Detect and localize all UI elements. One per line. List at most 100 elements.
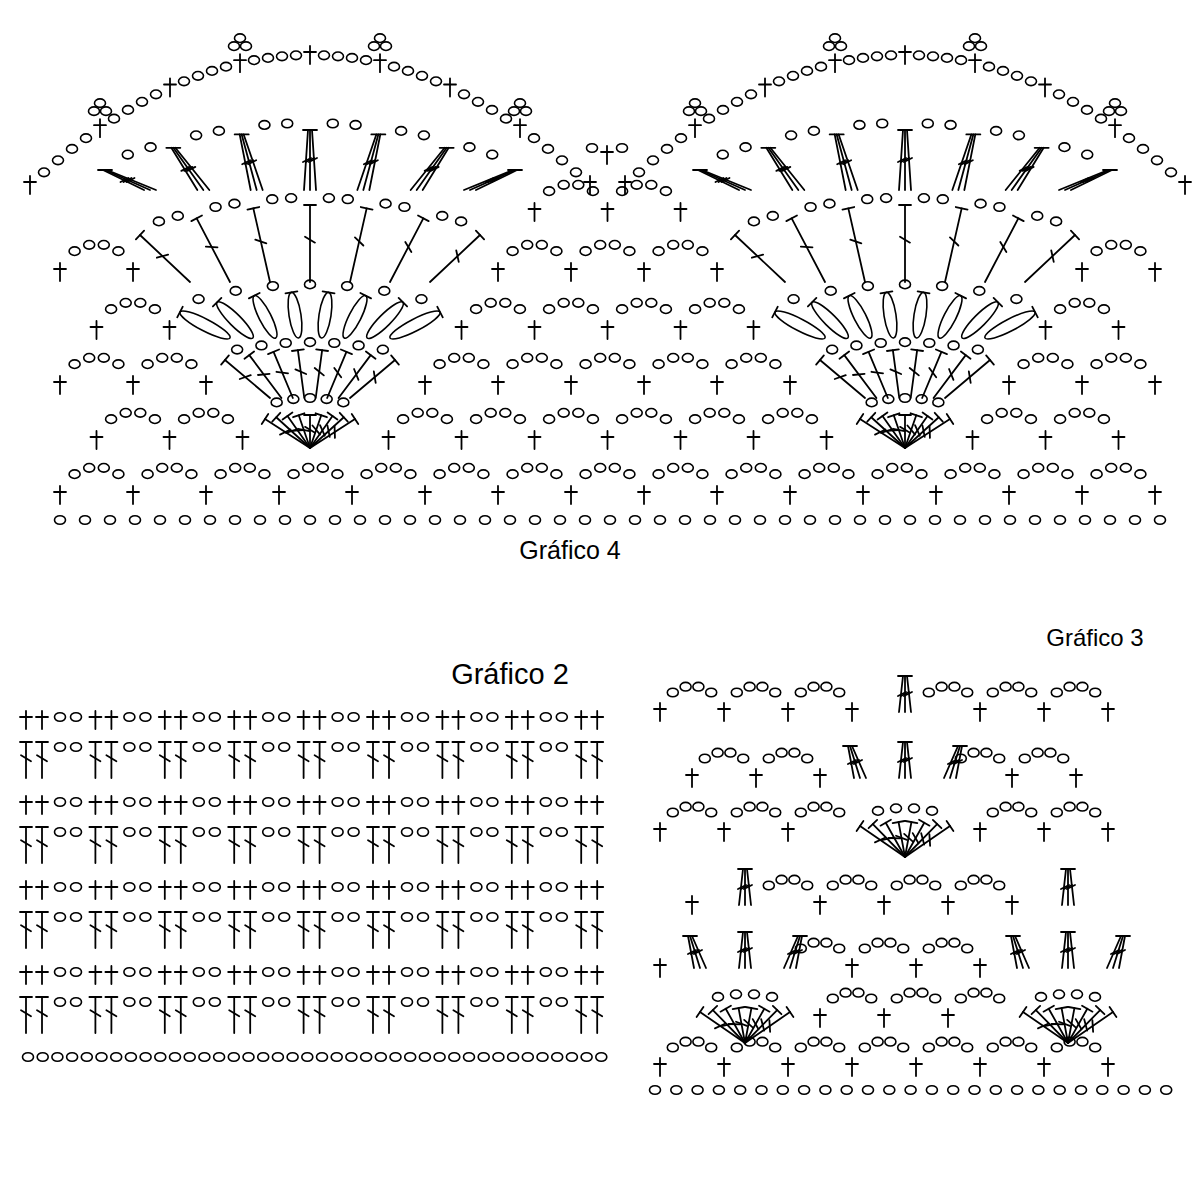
chain-stitch — [71, 968, 82, 977]
chain-stitch — [209, 828, 220, 837]
puff-stitch — [881, 291, 900, 338]
chain-stitch — [303, 464, 314, 473]
chain-stitch — [1036, 993, 1047, 1002]
double-crochet — [575, 996, 587, 998]
chain-stitch — [332, 998, 343, 1007]
single-crochet — [972, 431, 974, 449]
single-crochet — [1107, 703, 1109, 721]
double-crochet — [950, 237, 958, 245]
single-crochet — [492, 491, 504, 493]
chain-stitch — [263, 883, 274, 892]
chain-stitch — [580, 516, 591, 525]
chain-stitch — [193, 913, 204, 922]
chain-stitch — [682, 464, 693, 473]
chain-stitch — [808, 938, 819, 947]
chain-stitch — [676, 134, 687, 143]
single-crochet — [596, 796, 598, 814]
chain-stitch — [1124, 134, 1135, 143]
chain-stitch — [805, 203, 816, 212]
chain-stitch — [186, 360, 197, 369]
single-crochet — [457, 881, 459, 899]
chain-stitch — [863, 1086, 874, 1095]
chain-stitch — [1116, 107, 1127, 116]
chain-stitch — [1120, 241, 1131, 250]
single-crochet — [607, 321, 609, 339]
double-crochet — [319, 912, 321, 948]
double-crochet — [894, 415, 905, 448]
chain-stitch — [682, 241, 693, 250]
double-crochet — [41, 827, 43, 863]
double-crochet — [229, 925, 239, 931]
single-crochet — [851, 959, 853, 977]
double-crochet — [1110, 1007, 1117, 1017]
double-crochet — [309, 415, 311, 448]
double-crochet — [191, 216, 202, 222]
single-crochet — [784, 491, 796, 493]
puff-stitch — [360, 293, 371, 298]
chain-stitch — [256, 341, 267, 350]
chain-stitch — [333, 52, 344, 61]
chain-stitch — [1032, 748, 1043, 757]
single-crochet — [607, 203, 609, 221]
chain-stitch — [522, 464, 533, 473]
single-crochet — [233, 966, 235, 984]
single-crochet — [436, 716, 448, 718]
chain-stitch — [733, 305, 744, 314]
chain-stitch — [84, 241, 95, 250]
double-crochet — [391, 355, 399, 364]
chain-stitch — [900, 338, 911, 347]
double-crochet — [890, 369, 901, 374]
single-crochet — [979, 703, 981, 721]
single-crochet — [570, 486, 572, 504]
single-crochet — [169, 321, 171, 339]
chain-stitch — [974, 464, 985, 473]
chain-stitch — [288, 470, 299, 479]
double-crochet — [89, 911, 101, 913]
chain-stitch — [767, 993, 778, 1002]
cluster-stitch — [738, 931, 752, 933]
chain-stitch — [1090, 1043, 1101, 1052]
chain-stitch — [348, 883, 359, 892]
double-crochet — [233, 997, 235, 1033]
single-crochet — [718, 708, 730, 710]
chain-stitch — [770, 1043, 781, 1052]
double-crochet — [111, 742, 113, 778]
cluster-stitch — [744, 948, 752, 952]
chain-stitch — [1033, 1086, 1044, 1095]
single-crochet — [441, 966, 443, 984]
single-crochet — [654, 708, 666, 710]
chain-stitch — [348, 798, 359, 807]
double-crochet — [1069, 1007, 1081, 1009]
chain-stitch — [255, 516, 266, 525]
chain-stitch — [872, 938, 883, 947]
puff-stitch — [958, 298, 1002, 342]
chain-stitch — [55, 913, 66, 922]
chain-stitch — [862, 282, 873, 291]
chain-stitch — [522, 1053, 533, 1062]
single-crochet — [591, 886, 603, 888]
chain-stitch — [402, 913, 413, 922]
single-crochet — [782, 1063, 794, 1065]
single-crochet — [132, 486, 134, 504]
chain-stitch — [841, 1086, 852, 1095]
chain-stitch — [1013, 1037, 1024, 1046]
single-crochet — [164, 436, 176, 438]
single-crochet — [492, 268, 504, 270]
chain-stitch — [924, 339, 935, 348]
cluster-stitch — [440, 147, 454, 149]
chain-stitch — [418, 968, 429, 977]
chain-stitch — [193, 409, 204, 418]
single-crochet — [1118, 431, 1120, 449]
chain-stitch — [55, 998, 66, 1007]
single-crochet — [372, 796, 374, 814]
chain-stitch — [631, 181, 642, 190]
chain-stitch — [975, 199, 986, 208]
double-crochet — [249, 912, 251, 948]
chain-stitch — [1106, 464, 1117, 473]
single-crochet — [367, 801, 379, 803]
chain-stitch — [843, 470, 854, 479]
double-crochet — [596, 827, 598, 863]
single-crochet — [228, 716, 240, 718]
double-crochet — [1059, 1022, 1070, 1026]
chain-stitch — [419, 1053, 430, 1062]
